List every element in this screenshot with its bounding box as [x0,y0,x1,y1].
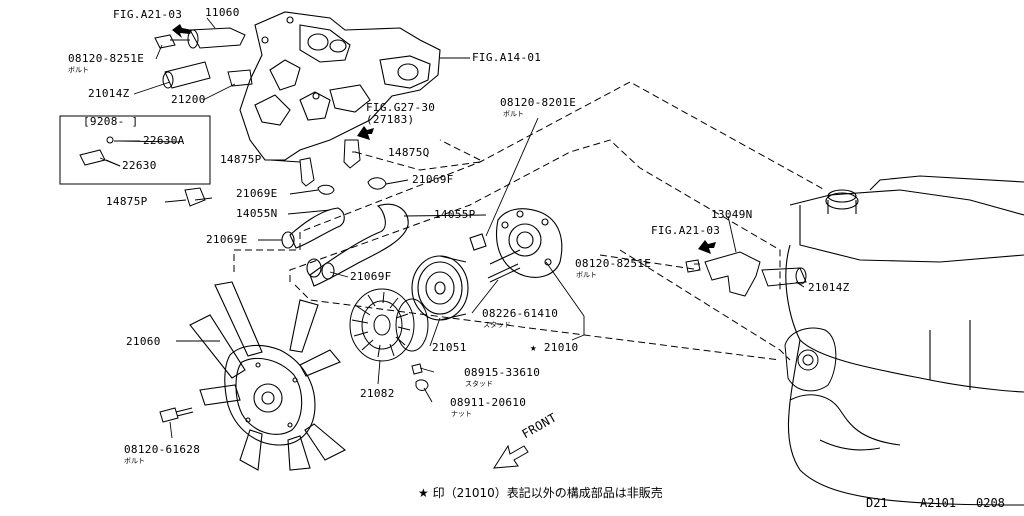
footer-code-0208: 0208 [976,496,1005,510]
label-part-14875p-b: 14875P [106,195,148,208]
water-outlet-right [685,251,807,297]
label-part-14055p: 14055P [434,208,476,221]
label-part-21069e-a: 21069E [236,187,278,200]
long-hoses [281,203,409,287]
label-fig-a14-01: FIG.A14-01 [472,51,542,64]
label-nut-08911-20610: 08911-20610 [450,396,527,409]
small-hoses [184,139,387,207]
water-pump [469,208,563,278]
pulley [411,255,469,321]
cooling-fan [189,281,346,471]
label-part-21069f-b: 21069F [350,270,392,283]
footer-note: ★ 印（21010）表記以外の構成部品は非販売 [418,486,663,500]
label-part-21014z-right: 21014Z [808,281,850,294]
label-bolt-08120-8251e-top: 08120-8251E [68,52,145,65]
leader-lines [99,17,805,439]
label-part-21014z-left: 21014Z [88,87,130,100]
label-part-14875p-a: 14875P [220,153,262,166]
front-arrow [493,444,529,469]
label-part-11060: 11060 [205,6,240,19]
label-bolt-08120-8201e: 08120-8201E [500,96,577,109]
label-part-21060: 21060 [126,335,161,348]
label-part-21069e-b: 21069E [206,233,248,246]
studs-and-nut [411,263,521,391]
label-nut-jp: ナット [451,410,472,418]
label-part-21051: 21051 [432,341,467,354]
footer-code-d21: D21 [866,496,888,510]
label-part-21069f-a: 21069F [412,173,454,186]
label-bolt-08120-8251e-right: 08120-8251E [575,257,652,270]
intake-manifold [239,11,441,161]
label-fig-g27-30: FIG.G27-30 [366,101,436,114]
engine-block [785,175,1024,506]
label-part-14875q: 14875Q [388,146,430,159]
label-part-14055n: 14055N [236,207,278,220]
label-stud-jp-b: スタッド [465,380,493,388]
label-bolt-jp-bottom: ボルト [124,457,145,465]
fan-bolt [159,407,194,423]
label-fig-a21-03-top: FIG.A21-03 [113,8,183,21]
label-bolt-jp-mid: ボルト [503,110,524,118]
label-stud-08226-61410: 08226-61410 [482,307,559,320]
label-bolt-08120-61628: 08120-61628 [124,443,201,456]
water-outlet-left [154,27,253,89]
label-part-13049n: 13049N [711,208,753,221]
label-bolt-jp-right: ボルト [576,271,597,279]
fan-coupling [349,288,429,362]
label-stud-08915-33610: 08915-33610 [464,366,541,379]
label-part-21010: ★ 21010 [530,341,579,354]
label-fig-a21-03-right: FIG.A21-03 [651,224,721,237]
label-part-22630: 22630 [122,159,157,172]
label-part-21082: 21082 [360,387,395,400]
label-part-22630a: 22630A [143,134,185,147]
footer-code-a2101: A2101 [920,496,957,510]
fig-arrows [172,24,716,254]
label-bracket-title: [9208- ] [83,115,139,128]
thermostat-outlet-flange [784,327,837,392]
label-part-21200: 21200 [171,93,206,106]
engine-outline [233,81,826,361]
label-bolt-jp-top: ボルト [68,66,89,74]
label-fig-g27-30-sub: (27183) [366,113,415,126]
label-stud-jp-a: スタッド [483,321,511,329]
